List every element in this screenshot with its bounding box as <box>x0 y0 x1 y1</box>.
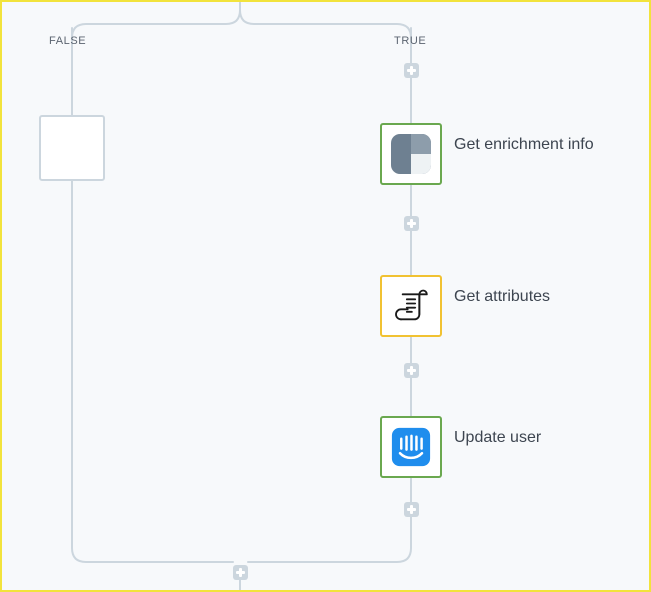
plus-icon-vertical <box>410 66 413 75</box>
add-step-after-attributes-button[interactable] <box>404 363 419 378</box>
branch-label-true: TRUE <box>394 35 427 47</box>
plus-icon-vertical <box>239 568 242 577</box>
add-step-after-update-user-button[interactable] <box>404 502 419 517</box>
node-empty-placeholder[interactable] <box>39 115 105 181</box>
add-step-after-enrichment-button[interactable] <box>404 216 419 231</box>
node-label-update-user: Update user <box>454 429 542 446</box>
node-label-get-attributes: Get attributes <box>454 288 551 305</box>
node-get-enrichment-info[interactable] <box>380 123 442 185</box>
node-label-get-enrichment-info: Get enrichment info <box>454 136 594 153</box>
scroll-document-icon <box>395 289 428 321</box>
add-step-after-merge-button[interactable] <box>233 565 248 580</box>
plus-icon-vertical <box>410 366 413 375</box>
clearbit-enrichment-icon <box>391 134 431 174</box>
branch-label-false: FALSE <box>49 35 87 47</box>
add-step-true-top-button[interactable] <box>404 63 419 78</box>
plus-icon-vertical <box>410 505 413 514</box>
node-update-user[interactable] <box>380 416 442 478</box>
plus-icon-vertical <box>410 219 413 228</box>
intercom-icon <box>391 427 431 467</box>
node-get-attributes[interactable] <box>380 275 442 337</box>
